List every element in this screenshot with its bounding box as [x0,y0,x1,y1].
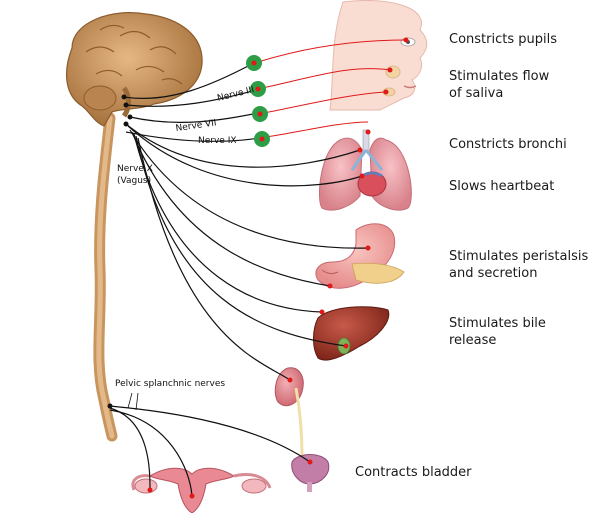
ganglia [246,55,270,147]
effect-text: Stimulates flow [449,69,550,84]
nerve-ix-label: Nerve IX [198,136,237,146]
lungs-illustration [318,129,412,211]
effect-text: of saliva [449,86,504,101]
face-illustration [329,0,428,111]
salivary-gland-icon [385,65,401,79]
liver-illustration [313,306,390,361]
uterus-illustration [131,467,272,514]
effect-text: Slows heartbeat [449,179,555,194]
effect-text: Contracts bladder [355,465,472,480]
ovary-icon [134,478,158,494]
effect-text: Constricts bronchi [449,137,567,152]
nerve-iii-label: Nerve III [216,85,255,104]
pelvic-splanchnic-label: Pelvic splanchnic nerves [115,379,225,389]
effect-bile: Stimulates bile release [449,315,546,349]
preganglionic-fibers [109,63,369,497]
nuclei-dots [107,94,133,409]
effect-bronchi: Constricts bronchi [449,136,567,153]
effect-saliva: Stimulates flow of saliva [449,68,549,102]
synapse-dots [147,37,409,499]
ovary-icon [241,478,267,494]
effect-pupils: Constricts pupils [449,31,557,48]
effect-heart: Slows heartbeat [449,178,554,195]
brain-illustration [65,12,203,127]
nerve-x-label: Nerve X [117,164,153,174]
effect-text: Constricts pupils [449,32,557,47]
effect-text: Stimulates peristalsis [449,249,589,264]
bladder-illustration [291,454,330,492]
pancreas-icon [351,262,405,284]
vagus-label: (Vagus) [117,176,151,186]
effect-text: and secretion [449,266,538,281]
effect-text: release [449,333,497,348]
effect-text: Stimulates bile [449,316,546,331]
stomach-illustration [315,223,405,289]
effect-bladder: Contracts bladder [355,464,472,481]
nerve-vii-label: Nerve VII [175,118,217,134]
kidney-illustration [274,367,304,457]
postganglionic-fibers [257,39,407,138]
effect-stomach: Stimulates peristalsis and secretion [449,248,588,282]
cerebellum-icon [83,85,117,111]
